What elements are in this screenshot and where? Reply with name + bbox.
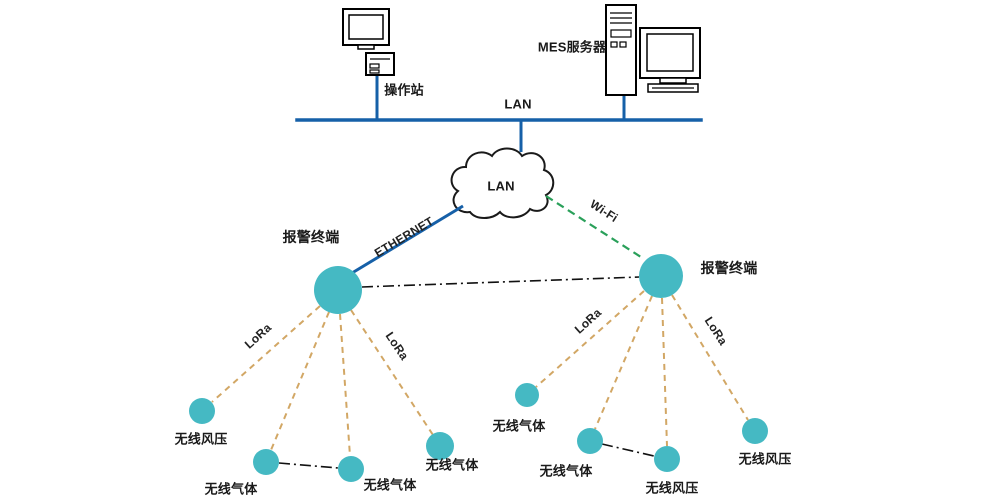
sensor-node-left-3 — [338, 456, 364, 482]
lora-line-left-2 — [270, 311, 330, 451]
lora-line-right-1 — [535, 290, 645, 388]
lan-cloud-label: LAN — [487, 178, 515, 194]
lora-line-right-4 — [671, 294, 749, 421]
sensor-node-right-4 — [742, 418, 768, 444]
sensor-label-left-1: 无线风压 — [174, 431, 228, 447]
sensor-node-right-2 — [577, 428, 603, 454]
sensor-label-left-2: 无线气体 — [204, 481, 258, 497]
sensor-label-right-1: 无线气体 — [492, 418, 546, 434]
alarm-terminal-right-node — [639, 254, 683, 298]
sensor-node-left-4 — [426, 432, 454, 460]
operator-station-icon — [342, 8, 395, 76]
sensor-label-left-3: 无线气体 — [363, 477, 417, 493]
wifi-line — [545, 195, 645, 260]
sensor-label-right-4: 无线风压 — [738, 451, 792, 467]
sensor-node-left-2 — [253, 449, 279, 475]
sensor-link-line-right — [601, 443, 655, 457]
sensor-node-right-1 — [515, 383, 539, 407]
sensor-node-right-3 — [654, 446, 680, 472]
sensor-label-left-4: 无线气体 — [425, 457, 479, 473]
lan-cloud — [450, 147, 555, 219]
sensor-link-line-left — [278, 462, 339, 469]
sensor-node-left-1 — [189, 398, 215, 424]
lora-line-left-4 — [350, 309, 434, 436]
operator-station-label: 操作站 — [384, 82, 424, 98]
lora-line-left-1 — [211, 305, 321, 403]
sensor-label-right-3: 无线风压 — [645, 480, 699, 496]
mes-server-icon — [605, 4, 701, 96]
ethernet-line — [351, 204, 464, 275]
sensor-label-right-2: 无线气体 — [539, 463, 593, 479]
lan-bus-label: LAN — [504, 96, 532, 112]
lora-line-right-2 — [594, 295, 653, 430]
alarm-terminal-left-node — [314, 266, 362, 314]
alarm-terminal-right-label: 报警终端 — [700, 260, 758, 276]
lora-line-right-3 — [661, 297, 668, 447]
alarm-terminal-left-label: 报警终端 — [282, 229, 340, 245]
terminal-link-line — [361, 276, 640, 288]
mes-server-label: MES服务器 — [537, 39, 607, 55]
lora-line-left-3 — [339, 313, 351, 457]
